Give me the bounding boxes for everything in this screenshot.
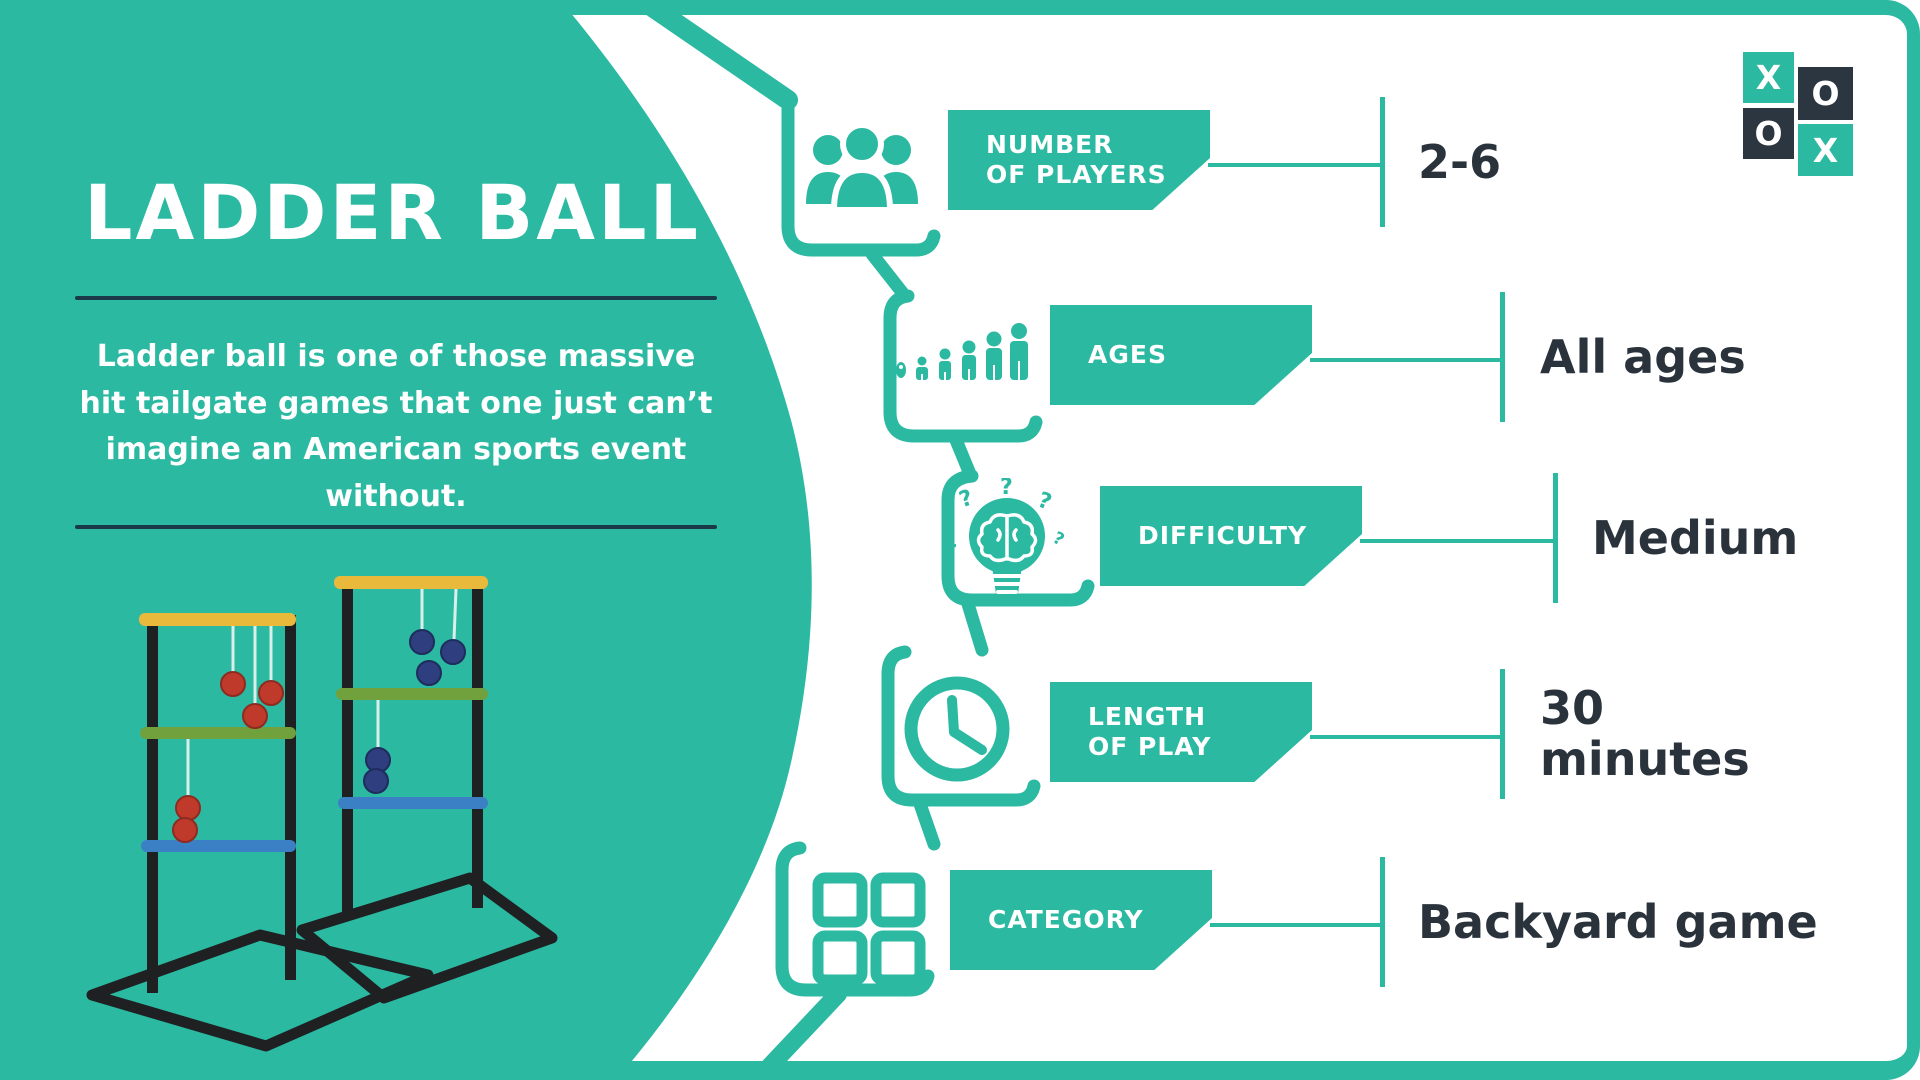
- value-tick: [1553, 473, 1558, 603]
- logo-cell-x: X: [1798, 124, 1853, 176]
- value-line: Medium: [1592, 510, 1799, 565]
- svg-text:?: ?: [1034, 488, 1055, 516]
- tic-tac-toe-logo: X O O X: [1743, 52, 1855, 178]
- value-line-2: minutes: [1540, 732, 1750, 786]
- value-tick: [1500, 669, 1505, 799]
- length-value: 30 minutes: [1540, 669, 1750, 799]
- logo-cell-o: O: [1743, 108, 1794, 159]
- ladder-ball-image: [86, 576, 558, 1052]
- svg-text:?: ?: [1049, 528, 1067, 550]
- value-line: All ages: [1540, 329, 1746, 384]
- value-tick: [1380, 97, 1385, 227]
- value-line: Backyard game: [1418, 894, 1818, 949]
- difficulty-icon: ? ? ? ? ?: [942, 478, 1067, 597]
- connector-line: [1310, 358, 1502, 362]
- page-description: Ladder ball is one of those massive hit …: [79, 339, 713, 514]
- logo-letter: X: [1755, 58, 1782, 97]
- category-value: Backyard game: [1418, 857, 1818, 987]
- banner-label-2: OF PLAY: [1088, 732, 1212, 761]
- logo-letter: O: [1754, 114, 1783, 153]
- banner-label: DIFFICULTY: [1138, 521, 1308, 550]
- banner-label: CATEGORY: [988, 905, 1144, 934]
- left-panel-curve: [0, 0, 812, 1080]
- clock-icon: [904, 676, 1010, 782]
- divider-bottom: [75, 525, 717, 529]
- logo-cell-x: X: [1743, 52, 1794, 103]
- value-line: 30: [1540, 681, 1605, 736]
- logo-letter: X: [1812, 130, 1839, 170]
- players-icon: [806, 122, 918, 213]
- value-tick: [1380, 857, 1385, 987]
- logo-letter: O: [1811, 74, 1840, 113]
- connector-line: [1210, 923, 1382, 927]
- svg-text:?: ?: [1000, 478, 1013, 500]
- ages-icon: [896, 323, 1028, 380]
- banner-label: AGES: [1088, 340, 1167, 369]
- banner-number-of-players: NUMBER OF PLAYERS: [948, 110, 1210, 210]
- banner-label: NUMBER: [986, 130, 1114, 159]
- svg-text:?: ?: [956, 486, 976, 514]
- difficulty-value: Medium: [1592, 473, 1798, 603]
- connector-line: [1310, 735, 1502, 739]
- banner-category: CATEGORY: [950, 870, 1212, 970]
- ages-value: All ages: [1540, 292, 1746, 422]
- category-icon: [812, 872, 926, 986]
- banner-difficulty: DIFFICULTY: [1100, 486, 1362, 586]
- value-line: 2-6: [1418, 134, 1502, 189]
- svg-text:?: ?: [942, 540, 961, 550]
- players-value: 2-6: [1418, 97, 1501, 227]
- banner-length-of-play: LENGTH OF PLAY: [1050, 682, 1312, 782]
- banner-label: LENGTH: [1088, 702, 1206, 731]
- connector-line: [1208, 163, 1382, 167]
- banner-label-2: OF PLAYERS: [986, 160, 1167, 189]
- value-tick: [1500, 292, 1505, 422]
- banner-ages: AGES: [1050, 305, 1312, 405]
- logo-cell-o: O: [1798, 67, 1853, 120]
- divider-top: [75, 296, 717, 300]
- page-title: LADDER BALL: [84, 168, 701, 257]
- connector-line: [1360, 539, 1555, 543]
